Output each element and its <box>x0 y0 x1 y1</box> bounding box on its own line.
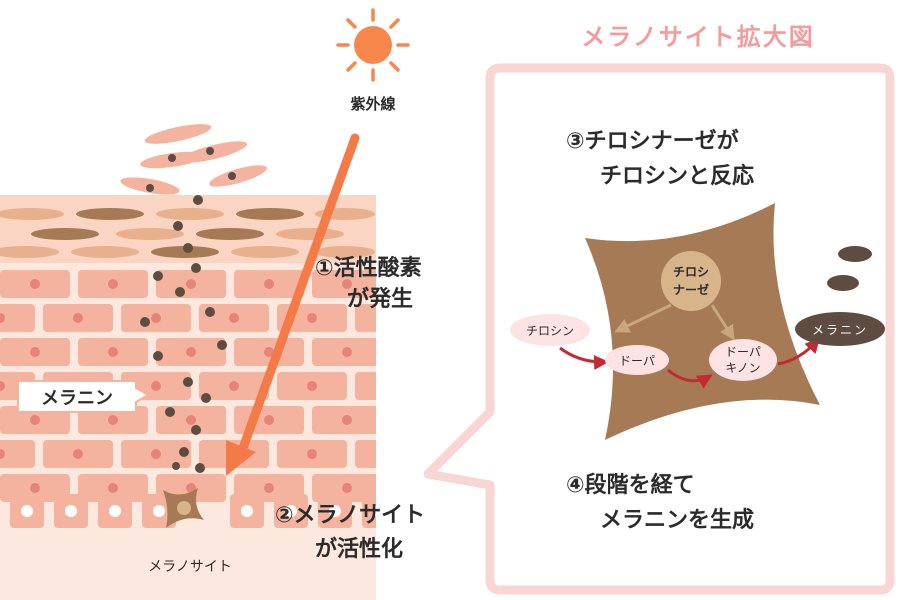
cell-nucleus <box>0 313 5 323</box>
step2-label: ②メラノサイト が活性化 <box>275 503 425 562</box>
basal-cell-nucleus <box>153 505 165 517</box>
uv-label: 紫外線 <box>350 95 395 113</box>
skin-cross-section <box>0 124 395 600</box>
cell-nucleus <box>30 483 40 493</box>
skin-cell <box>355 304 376 332</box>
basal-cell-nucleus <box>109 505 121 517</box>
svg-text:メラニン: メラニン <box>812 323 868 337</box>
cell-nucleus <box>307 381 317 391</box>
cell-nucleus <box>0 381 5 391</box>
uv-arrow <box>226 133 360 476</box>
cell-nucleus <box>108 415 118 425</box>
flaking-cells <box>120 124 267 195</box>
tyrosine-to-dopa-arrow <box>559 346 609 370</box>
svg-text:が活性化: が活性化 <box>315 536 403 562</box>
svg-text:チロシンと反応: チロシンと反応 <box>600 163 754 189</box>
flaking-melanin-dots <box>146 147 236 192</box>
basal-cell <box>362 494 376 528</box>
cell-nucleus <box>342 347 352 357</box>
cell-nucleus <box>151 449 161 459</box>
skin-cell <box>0 440 35 468</box>
cell-nucleus <box>342 279 352 289</box>
svg-text:ドーパ: ドーパ <box>619 354 655 368</box>
cell-nucleus <box>342 483 352 493</box>
dopaquinone-node: ドーパ キノン <box>709 339 777 381</box>
cell-nucleus <box>108 347 118 357</box>
melanin-node: メラニン <box>795 312 885 346</box>
melanin-tag-label: メラニン <box>41 388 113 409</box>
svg-text:キノン: キノン <box>725 361 760 375</box>
cell-nucleus <box>30 279 40 289</box>
cell-nucleus <box>30 347 40 357</box>
dopa-node: ドーパ <box>605 345 669 375</box>
cell-nucleus <box>151 313 161 323</box>
skin-cell <box>355 372 376 400</box>
cell-nucleus <box>342 415 352 425</box>
cell-nucleus <box>73 449 83 459</box>
svg-text:④段階を経て: ④段階を経て <box>566 472 695 498</box>
svg-text:チロシン: チロシン <box>526 324 574 338</box>
svg-text:③チロシナーゼが: ③チロシナーゼが <box>566 128 739 154</box>
cell-nucleus <box>73 313 83 323</box>
melanocyte-large <box>585 203 820 440</box>
basal-cell-nucleus <box>373 505 376 517</box>
cell-nucleus <box>229 313 239 323</box>
cell-nucleus <box>151 381 161 391</box>
zoom-title: メラノサイト拡大図 <box>581 23 815 51</box>
svg-text:①活性酸素: ①活性酸素 <box>315 255 422 281</box>
cell-nucleus <box>264 415 274 425</box>
cell-nucleus <box>385 449 395 459</box>
cell-nucleus <box>30 415 40 425</box>
pathway-arrows <box>559 303 821 389</box>
basal-cell-nucleus <box>285 505 297 517</box>
melanocyte-caption: メラノサイト <box>148 559 232 575</box>
cell-nucleus <box>0 449 5 459</box>
skin-cell <box>0 304 35 332</box>
melanin-granules <box>827 246 872 291</box>
cell-nucleus <box>186 483 196 493</box>
dopa-to-dopaquinone-arrow <box>667 368 713 389</box>
tyrosinase-node: チロシ ナーゼ <box>661 251 721 311</box>
cell-nucleus <box>385 313 395 323</box>
melanin-tag: メラニン <box>17 380 150 413</box>
cell-nucleus <box>108 279 118 289</box>
cell-nucleus <box>307 313 317 323</box>
step1-label: ①活性酸素 が発生 <box>315 255 422 312</box>
cell-nucleus <box>264 279 274 289</box>
basal-cell-nucleus <box>21 505 33 517</box>
svg-text:メラニンを生成: メラニンを生成 <box>600 508 754 533</box>
enzyme-to-tyrosine-arrow <box>614 303 672 333</box>
cell-nucleus <box>264 483 274 493</box>
svg-text:ドーパ: ドーパ <box>725 345 761 359</box>
step4-label: ④段階を経て メラニンを生成 <box>566 472 754 533</box>
cell-nucleus <box>108 483 118 493</box>
cell-nucleus <box>186 347 196 357</box>
cell-nucleus <box>229 381 239 391</box>
svg-text:ナーゼ: ナーゼ <box>673 282 709 297</box>
melanocyte-small <box>163 488 204 528</box>
basal-cell-nucleus <box>329 505 341 517</box>
dopaquinone-to-melanin-arrow <box>777 337 821 366</box>
svg-text:が発生: が発生 <box>347 286 413 312</box>
cell-nucleus <box>186 279 196 289</box>
step3-label: ③チロシナーゼが チロシンと反応 <box>566 128 754 189</box>
basal-cell-nucleus <box>65 505 77 517</box>
melanin-dots <box>140 195 227 473</box>
sun-icon <box>336 8 410 82</box>
cell-nucleus <box>186 415 196 425</box>
basal-cell-row <box>10 494 376 528</box>
skin-cell <box>355 440 376 468</box>
tyrosine-node: チロシン <box>510 314 590 346</box>
cell-nucleus <box>264 347 274 357</box>
basal-cell-nucleus <box>241 505 253 517</box>
cell-nucleus <box>385 381 395 391</box>
svg-text:チロシ: チロシ <box>673 265 709 279</box>
enzyme-to-dopaquinone-arrow <box>710 304 735 341</box>
cell-nucleus <box>307 449 317 459</box>
svg-text:②メラノサイト: ②メラノサイト <box>275 503 425 528</box>
